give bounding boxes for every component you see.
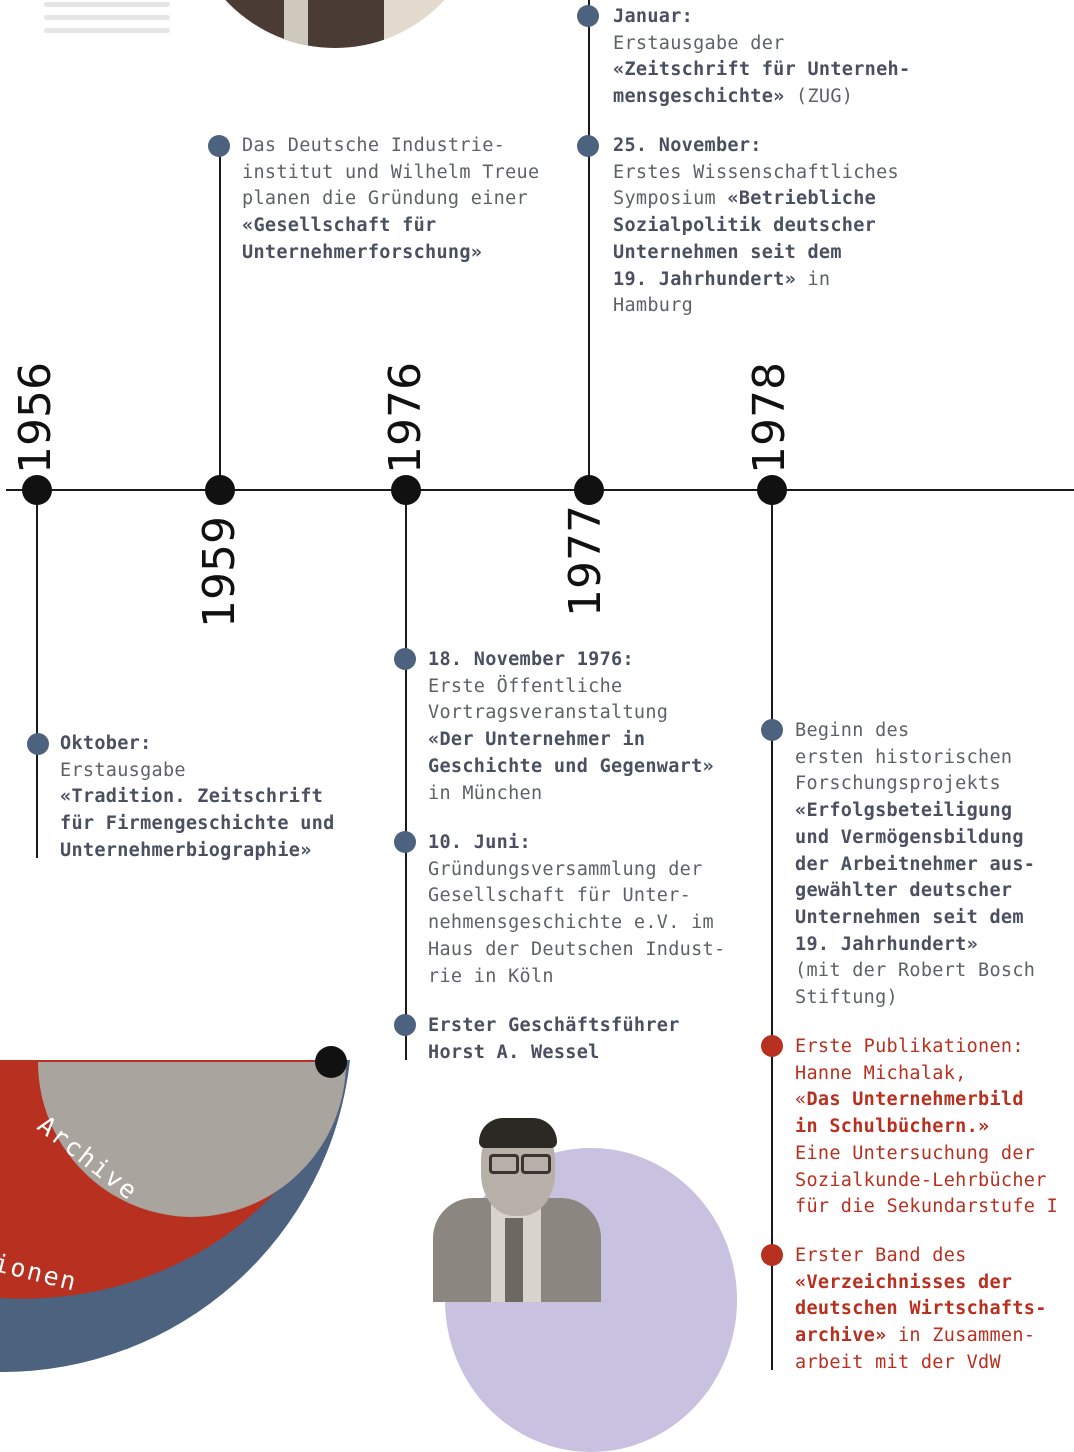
top-photo [186, 0, 484, 48]
event-dot-1978a [761, 719, 783, 741]
portrait-photo [433, 1118, 601, 1302]
event-dot-1976a [394, 648, 416, 670]
decorative-lines [44, 0, 170, 40]
event-1956-text: Oktober: Erstausgabe «Tradition. Zeitsch… [60, 733, 335, 861]
event-1959-text: Das Deutsche Industrie- institut und Wil… [242, 135, 540, 263]
connector-1956 [36, 490, 38, 858]
event-dot-1978c [761, 1244, 783, 1266]
connector-1959 [219, 146, 221, 490]
event-dot-1976b [394, 831, 416, 853]
event-dot-1978b [761, 1035, 783, 1057]
connector-1977 [588, 0, 590, 490]
timeline-node-1959 [205, 475, 235, 505]
connector-1976 [405, 490, 407, 1060]
year-1978: 1978 [744, 362, 795, 474]
event-dot-1976c [394, 1014, 416, 1036]
timeline-node-1976 [391, 475, 421, 505]
event-1978a-text: Beginn des ersten historischen Forschung… [795, 720, 1036, 1009]
event-1977a-text: Januar: Erstausgabe der «Zeitschrift für… [613, 6, 911, 108]
event-1978c-text: Erster Band des «Verzeichnisses der deut… [795, 1245, 1047, 1373]
year-1977: 1977 [560, 505, 611, 617]
event-1976a-text: 18. November 1976: Erste Öffentliche Vor… [428, 649, 714, 804]
event-1977b-text: 25. November: Erstes Wissenschaftliches … [613, 135, 899, 317]
year-1976: 1976 [380, 362, 431, 474]
event-dot-1977b [577, 135, 599, 157]
event-1976b-text: 10. Juni: Gründungsversammlung der Gesel… [428, 832, 726, 987]
timeline-node-1956 [22, 475, 52, 505]
timeline-axis [6, 489, 1074, 491]
event-1978b-text: Erste Publikationen: Hanne Michalak, «Da… [795, 1036, 1059, 1218]
year-1956: 1956 [10, 362, 61, 474]
event-dot-1956 [27, 733, 49, 755]
decorative-arcs [0, 1046, 350, 1372]
event-dot-1959 [208, 135, 230, 157]
timeline-node-1977 [574, 475, 604, 505]
year-1959: 1959 [194, 516, 245, 628]
event-dot-1977a [577, 5, 599, 27]
connector-1978 [771, 490, 773, 1370]
timeline-node-1978 [757, 475, 787, 505]
event-1976c-text: Erster Geschäftsführer Horst A. Wessel [428, 1015, 680, 1063]
